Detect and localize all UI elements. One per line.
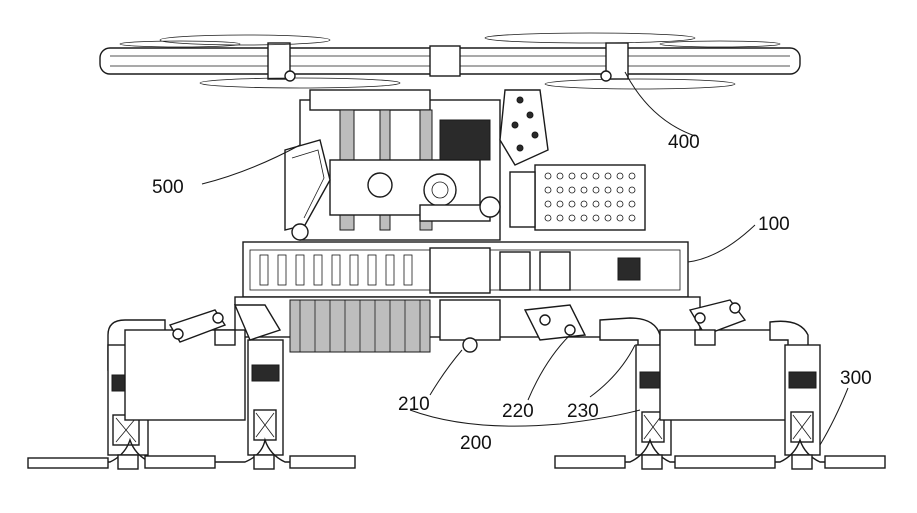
rotor-assembly <box>100 33 800 89</box>
ref-label-210: 210 <box>398 394 430 415</box>
ref-label-400: 400 <box>668 132 700 153</box>
upper-mechanism <box>285 90 645 240</box>
foot-right <box>555 440 885 469</box>
ref-label-230: 230 <box>567 401 599 422</box>
ref-label-500: 500 <box>152 177 184 198</box>
ref-label-300: 300 <box>840 368 872 389</box>
foot-left <box>28 440 355 469</box>
ref-label-100: 100 <box>758 214 790 235</box>
leg-left-outer <box>108 310 245 455</box>
ref-label-220: 220 <box>502 401 534 422</box>
ref-label-200: 200 <box>460 433 492 454</box>
